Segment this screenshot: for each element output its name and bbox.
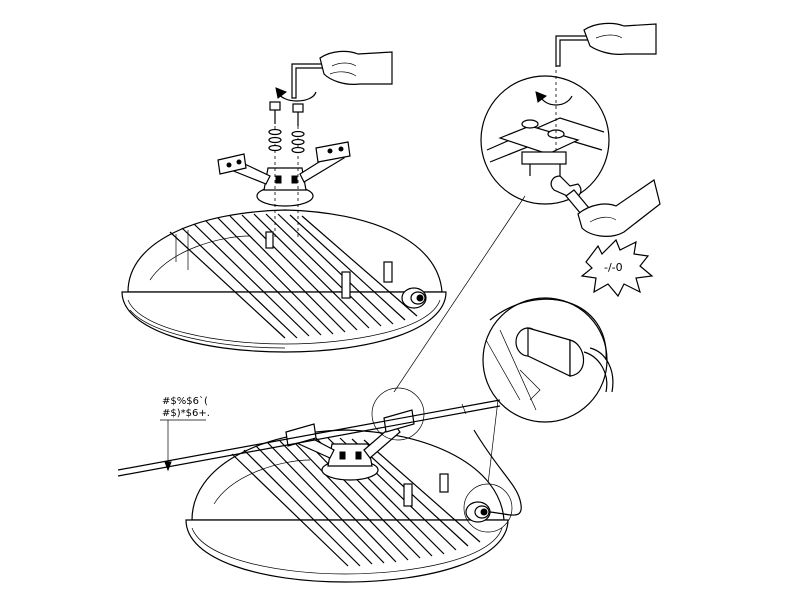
detail-circle-tightening <box>480 22 657 205</box>
heatsink-fins-top <box>169 213 418 339</box>
hand-icon <box>577 179 661 237</box>
burst-callout: -/-0 <box>580 238 654 298</box>
mounting-bracket-top <box>217 108 351 240</box>
bottom-lamp-assembly <box>117 387 522 583</box>
rotation-arrow-icon <box>275 87 317 102</box>
lamp-housing-top <box>121 209 447 353</box>
detail-circle-cable-gland <box>482 297 614 423</box>
cable-callout-line2: #$)*$6+. <box>162 408 210 419</box>
burst-callout-label: -/-0 <box>604 261 623 274</box>
washer-icon <box>268 128 305 154</box>
leader-line-detail1 <box>393 195 526 393</box>
mounting-bracket-bottom <box>285 387 425 481</box>
hand-icon <box>319 50 393 85</box>
cable-gland-icon <box>401 287 427 309</box>
suspension-cable <box>117 399 501 477</box>
cable-callout: #$%$6`( #$)*$6+. <box>160 395 210 472</box>
top-lamp-assembly <box>121 50 447 353</box>
cable-callout-line1: #$%$6`( <box>162 395 208 407</box>
cable-gland-icon <box>465 501 491 523</box>
leader-line-detail2 <box>487 399 499 485</box>
gland-highlight-circle <box>463 483 513 533</box>
bolt-icon <box>269 101 304 126</box>
